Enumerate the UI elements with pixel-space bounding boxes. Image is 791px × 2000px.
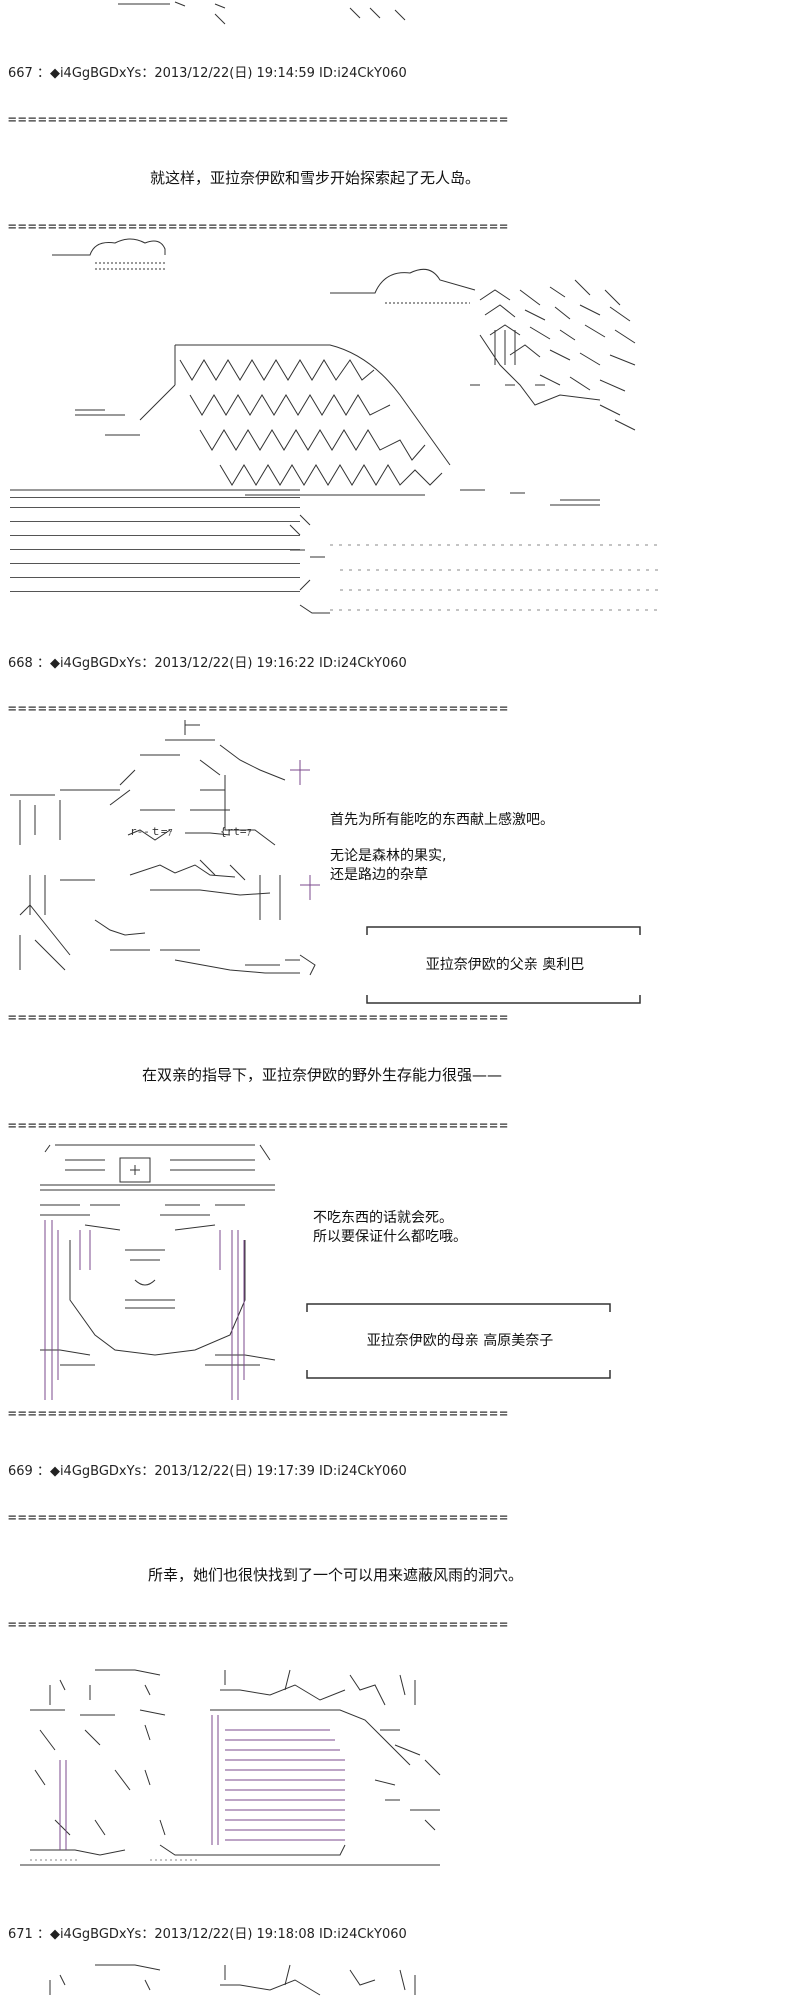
separator-line: ========================================… xyxy=(8,701,510,717)
mother-caption-line-2: 所以要保证什么都吃哦。 xyxy=(313,1229,467,1245)
post-header: 669 ：◆i4GgBGDxYs：2013/12/22(日) 19:17:39 … xyxy=(8,1464,407,1479)
separator-line: ========================================… xyxy=(8,1406,510,1422)
separator-line: ========================================… xyxy=(8,1510,510,1526)
separator-line: ========================================… xyxy=(8,1617,510,1633)
ascii-art-fragment-bottom xyxy=(49,1964,416,1996)
post-header: 668 ：◆i4GgBGDxYs：2013/12/22(日) 19:16:22 … xyxy=(8,656,407,671)
father-label: 亚拉奈伊欧的父亲 奥利巴 xyxy=(425,957,585,973)
narration-text: 所幸，她们也很快找到了一个可以用来遮蔽风雨的洞穴。 xyxy=(148,1566,524,1584)
narration-text: 就这样，亚拉奈伊欧和雪步开始探索起了无人岛。 xyxy=(150,169,481,187)
separator-line: ========================================… xyxy=(8,1010,510,1026)
separator-line: ========================================… xyxy=(8,112,510,128)
ascii-art-island-scene xyxy=(10,238,660,614)
ascii-art-mother xyxy=(40,1144,276,1400)
svg-text:r‐‐ｔ=ｧ: r‐‐ｔ=ｧ xyxy=(130,825,173,838)
mother-label: 亚拉奈伊欧的母亲 高原美奈子 xyxy=(366,1333,554,1349)
separator-line: ========================================… xyxy=(8,219,510,235)
post-header: 671 ：◆i4GgBGDxYs：2013/12/22(日) 19:18:08 … xyxy=(8,1927,407,1942)
ascii-art-father: r‐‐ｔ=ｧ {rt=ｧ xyxy=(10,720,320,976)
father-caption-line-3: 还是路边的杂草 xyxy=(330,867,428,883)
ascii-art-cave xyxy=(20,1669,441,1866)
narration-text: 在双亲的指导下，亚拉奈伊欧的野外生存能力很强—— xyxy=(142,1066,503,1084)
father-label-bracket xyxy=(366,926,641,1004)
father-caption-line-1: 首先为所有能吃的东西献上感激吧。 xyxy=(330,812,554,828)
father-caption-line-2: 无论是森林的果实, xyxy=(330,848,447,864)
mother-caption-line-1: 不吃东西的话就会死。 xyxy=(313,1210,453,1226)
svg-text:{rt=ｧ: {rt=ｧ xyxy=(220,825,252,838)
ascii-art-fragment-top xyxy=(118,1,406,25)
post-header: 667 ：◆i4GgBGDxYs：2013/12/22(日) 19:14:59 … xyxy=(8,66,407,81)
mother-label-bracket xyxy=(306,1303,611,1379)
separator-line: ========================================… xyxy=(8,1118,510,1134)
